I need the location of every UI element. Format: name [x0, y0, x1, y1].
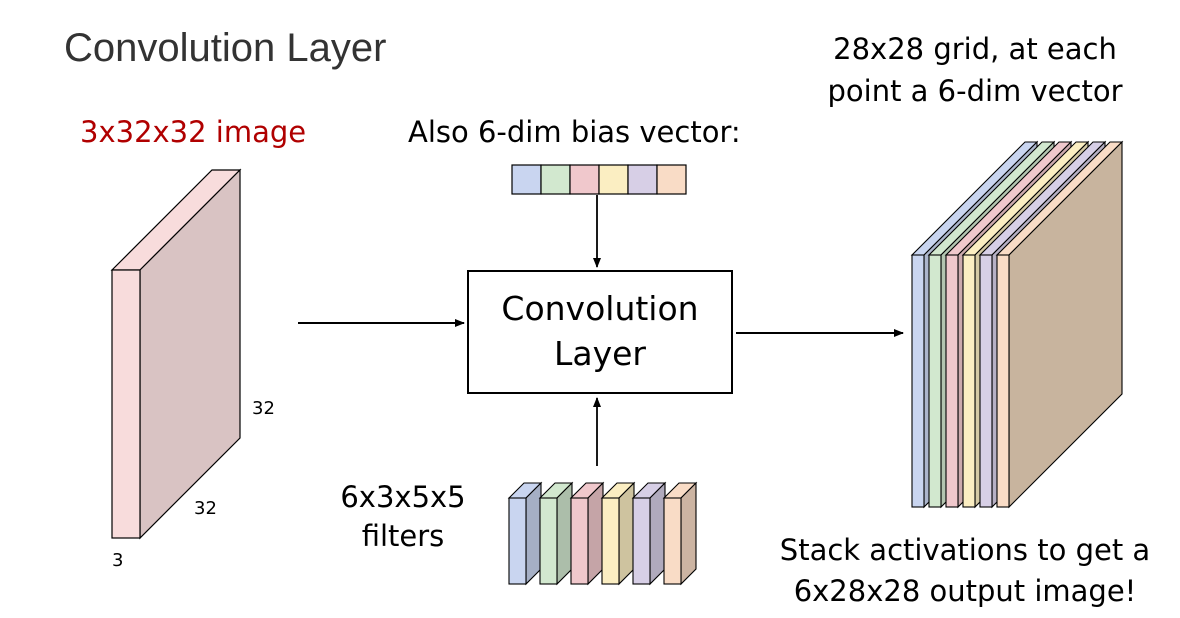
- bias-vector-label: Also 6-dim bias vector:: [408, 115, 741, 149]
- bias-cell: [540, 164, 571, 195]
- filter-block: [538, 481, 574, 586]
- bias-cell: [569, 164, 600, 195]
- bias-cell: [598, 164, 629, 195]
- filters-stack: [507, 481, 698, 586]
- stack-activations-label: Stack activations to get a 6x28x28 outpu…: [755, 530, 1175, 611]
- output-grid-label-line2: point a 6-dim vector: [827, 74, 1123, 109]
- filters-label-line1: 6x3x5x5: [340, 480, 466, 514]
- bias-cell: [656, 164, 687, 195]
- bias-vector: [511, 164, 687, 195]
- filter-block: [569, 481, 605, 586]
- filters-label: 6x3x5x5 filters: [318, 478, 488, 556]
- input-image-side: [139, 168, 241, 540]
- convolution-layer-box: Convolution Layer: [467, 270, 733, 394]
- input-image-label: 3x32x32 image: [80, 115, 307, 149]
- output-grid-label-line1: 28x28 grid, at each: [833, 32, 1117, 66]
- input-image-front: [111, 269, 141, 539]
- output-activation-stack: [910, 140, 1124, 509]
- convolution-layer-line2: Layer: [553, 334, 646, 373]
- input-channels-dim: 3: [112, 550, 124, 571]
- output-grid-label: 28x28 grid, at each point a 6-dim vector: [780, 28, 1170, 112]
- stack-activations-line1: Stack activations to get a: [779, 533, 1151, 567]
- output-slab: [995, 140, 1124, 509]
- stack-activations-line2: 6x28x28 output image!: [793, 573, 1137, 608]
- bias-cell: [511, 164, 542, 195]
- bias-cell: [627, 164, 658, 195]
- input-width-dim: 32: [194, 498, 217, 519]
- page-title: Convolution Layer: [64, 26, 387, 70]
- filters-label-line2: filters: [361, 519, 445, 554]
- convolution-layer-line1: Convolution: [501, 289, 699, 329]
- filter-block: [631, 481, 667, 586]
- input-height-dim: 32: [252, 398, 275, 419]
- filter-block: [507, 481, 543, 586]
- filter-block: [600, 481, 636, 586]
- filter-block: [662, 481, 698, 586]
- input-image-block: [110, 168, 242, 540]
